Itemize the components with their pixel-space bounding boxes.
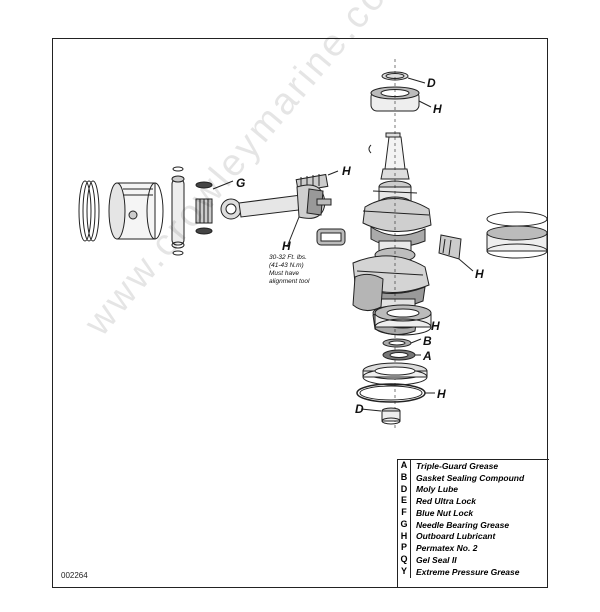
- legend-description: Moly Lube: [416, 484, 459, 495]
- legend-description: Gasket Sealing Compound: [416, 472, 525, 483]
- figure-code: 002264: [61, 571, 88, 580]
- callout-b-lower: B: [423, 334, 432, 348]
- callout-a-lower: A: [423, 349, 432, 363]
- legend-description: Gel Seal II: [416, 554, 457, 565]
- legend-letter: Y: [398, 565, 411, 578]
- left-bearing-half: [316, 228, 346, 246]
- seal-a: [382, 349, 416, 361]
- right-bearing-half: [438, 234, 462, 260]
- callout-g-piston: G: [236, 176, 246, 190]
- callout-h-right-bearing: H: [475, 267, 484, 281]
- legend-letter: A: [398, 460, 411, 472]
- callout-h-lower-seal: H: [431, 319, 440, 333]
- legend-row: Y Extreme Pressure Grease: [398, 565, 549, 578]
- callout-d-top: D: [427, 76, 436, 90]
- callout-h-rod: H: [282, 239, 291, 253]
- piston-pin: [171, 175, 185, 249]
- crankshaft: [352, 132, 432, 335]
- legend-description: Red Ultra Lock: [416, 496, 476, 507]
- legend-letter: F: [398, 507, 411, 519]
- legend-description: Blue Nut Lock: [416, 507, 474, 518]
- legend-row: H Outboard Lubricant: [398, 530, 549, 543]
- legend-row: E Red Ultra Lock: [398, 495, 549, 507]
- seal-b: [382, 338, 412, 348]
- legend-description: Needle Bearing Grease: [416, 519, 510, 530]
- bottom-bushing: [381, 407, 401, 425]
- legend-letter: Q: [398, 554, 411, 566]
- pin-clips: [172, 166, 184, 256]
- callout-d-bottom: D: [355, 402, 364, 416]
- legend-row: A Triple-Guard Grease: [398, 460, 549, 472]
- lower-seal-carrier: [374, 304, 432, 336]
- legend-row: G Needle Bearing Grease: [398, 518, 549, 531]
- torque-specification-note: 30-32 Ft. lbs. (41-43 N.m) Must have ali…: [269, 254, 310, 285]
- callout-h-crank-upper: H: [342, 164, 351, 178]
- legend-letter: E: [398, 495, 411, 507]
- legend-row: P Permatex No. 2: [398, 542, 549, 554]
- lower-end-cap: [362, 362, 428, 386]
- legend-letter: H: [398, 530, 411, 543]
- legend-description: Triple-Guard Grease: [416, 460, 499, 471]
- snap-ring: [368, 144, 372, 154]
- legend-description: Outboard Lubricant: [416, 531, 496, 542]
- connecting-rod: [220, 184, 332, 220]
- exploded-view-drawing: [78, 59, 548, 429]
- legend-row: D Moly Lube: [398, 483, 549, 496]
- piston-rings: [78, 180, 100, 242]
- diagram-frame: www.crowleymarine.com D H H G H H H B A …: [52, 0, 549, 588]
- legend-letter: G: [398, 518, 411, 531]
- bottom-o-ring: [356, 383, 426, 403]
- legend-letter: D: [398, 483, 411, 496]
- small-end-bearings: [195, 181, 213, 235]
- legend-description: Extreme Pressure Grease: [416, 566, 520, 577]
- legend-description: Permatex No. 2: [416, 543, 478, 554]
- legend-row: Q Gel Seal II: [398, 554, 549, 566]
- callout-h-bottom-ring: H: [437, 387, 446, 401]
- legend-row: F Blue Nut Lock: [398, 507, 549, 519]
- piston: [108, 182, 164, 240]
- right-bearing-race: [486, 211, 548, 259]
- callout-h-bearing-top: H: [433, 102, 442, 116]
- legend-row: B Gasket Sealing Compound: [398, 471, 549, 484]
- legend-letter: P: [398, 542, 411, 554]
- legend-letter: B: [398, 471, 411, 484]
